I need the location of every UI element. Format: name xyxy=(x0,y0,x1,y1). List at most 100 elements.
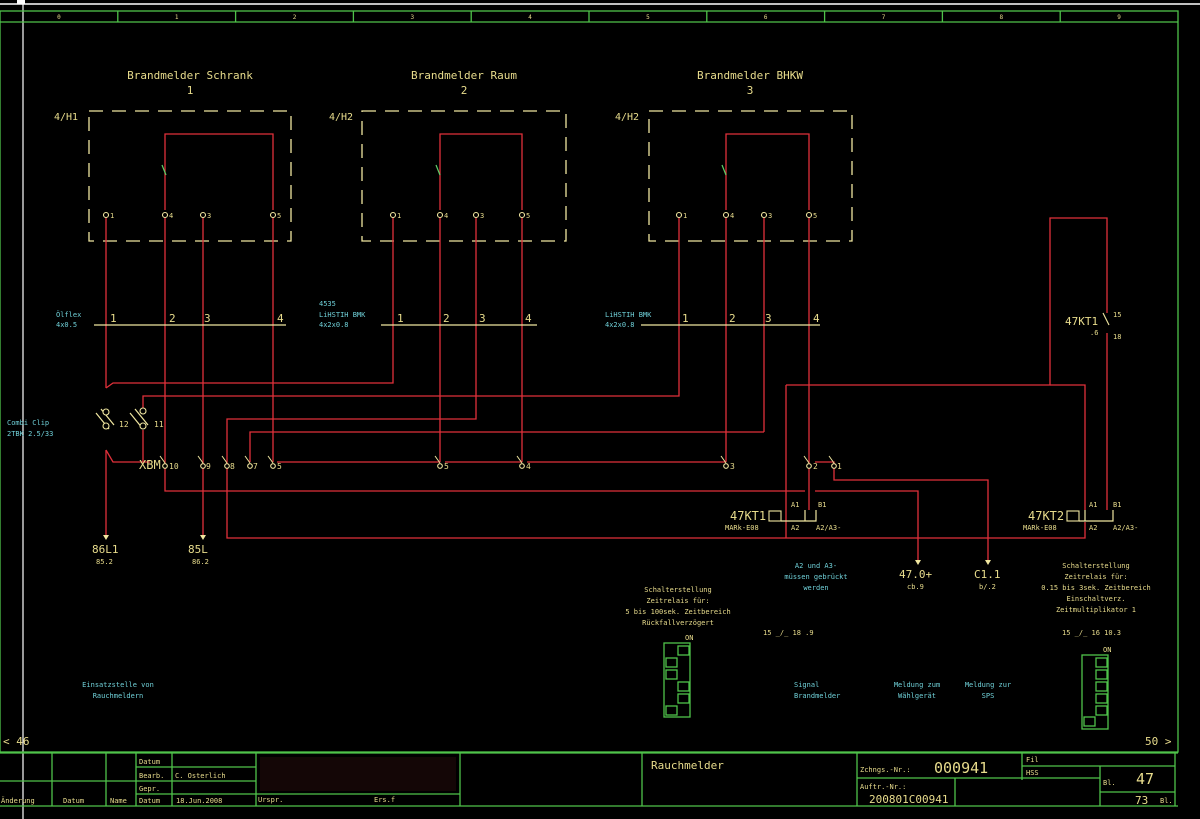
contact-47kt1-tag[interactable]: 47KT1 xyxy=(1065,315,1098,328)
ruler-column-label: 3 xyxy=(410,14,414,21)
output-c1-1-label[interactable]: C1.1 xyxy=(974,568,1001,581)
contact-pin-15: 15 xyxy=(1113,311,1121,319)
dip-right-on-label: ON xyxy=(1103,646,1111,654)
next-sheet-link[interactable]: 50 > xyxy=(1145,735,1172,748)
terminal-point[interactable] xyxy=(437,463,443,469)
svg-text:Zeitrelais für:: Zeitrelais für: xyxy=(646,597,709,605)
det1-contact xyxy=(161,164,167,176)
relay-47kt1-pin-a1: A1 xyxy=(791,501,799,509)
output-47-0-ref[interactable]: cb.9 xyxy=(907,583,924,591)
output-85l-ref[interactable]: 86.2 xyxy=(192,558,209,566)
terminal-point[interactable] xyxy=(224,463,230,469)
output-c1-1-ref[interactable]: b/.2 xyxy=(979,583,996,591)
relay-47kt2-tag[interactable]: 47KT2 xyxy=(1028,509,1064,523)
svg-text:3: 3 xyxy=(730,462,735,471)
output-85l-label[interactable]: 85L xyxy=(188,543,208,556)
drawing-number: 000941 xyxy=(934,759,988,777)
tb-bearb-value: C. Osterlich xyxy=(175,772,226,780)
fuse-label-11: 11 xyxy=(154,420,164,429)
svg-text:SPS: SPS xyxy=(982,692,995,700)
svg-text:Rückfallverzögert: Rückfallverzögert xyxy=(642,619,714,627)
svg-text:Rauchmeldern: Rauchmeldern xyxy=(93,692,144,700)
detector-box-2[interactable] xyxy=(361,110,567,242)
svg-text:Einsatzstelle von: Einsatzstelle von xyxy=(82,681,154,689)
relay-47kt2-type: MARk-E08 xyxy=(1023,524,1057,532)
cable-2-spec: LiHSTIH BMK xyxy=(319,311,366,319)
terminal-point[interactable] xyxy=(831,463,837,469)
relay-47kt1-tag[interactable]: 47KT1 xyxy=(730,509,766,523)
terminal-bridge xyxy=(434,455,441,464)
contact-left-ref: 15 _/_ 18 .9 xyxy=(763,629,814,637)
ruler-column-label: 5 xyxy=(646,14,650,21)
terminal-point[interactable] xyxy=(270,463,276,469)
terminal-bridge xyxy=(803,455,810,464)
logo-placeholder xyxy=(260,757,456,791)
svg-text:4: 4 xyxy=(277,312,284,325)
prev-sheet-link[interactable]: < 46 xyxy=(3,735,30,748)
relay-coil-47kt1[interactable] xyxy=(768,510,817,522)
svg-text:A2 und A3-: A2 und A3- xyxy=(795,562,837,570)
svg-text:3: 3 xyxy=(207,212,211,220)
relay-coil-47kt2[interactable] xyxy=(1066,510,1114,522)
svg-text:4: 4 xyxy=(526,462,531,471)
cursor-handle[interactable] xyxy=(17,0,25,4)
output-86l1-label[interactable]: 86L1 xyxy=(92,543,119,556)
terminal-bridge xyxy=(197,455,204,464)
svg-text:5: 5 xyxy=(277,462,282,471)
terminal-bridge xyxy=(828,455,835,464)
tb-bearb-label: Bearb. xyxy=(139,772,164,780)
ruler-column-label: 1 xyxy=(175,14,179,21)
detector-box-3[interactable] xyxy=(648,110,853,242)
det2-loop xyxy=(439,133,523,210)
fuse-symbols xyxy=(95,407,149,430)
cable-2-extra: 4x2x0.8 xyxy=(319,321,349,329)
det1-loop xyxy=(164,133,274,210)
terminal-type-line2: 2TBK 2.5/33 xyxy=(7,430,53,438)
sheet-number: 47 xyxy=(1136,770,1154,788)
note-bridge: A2 und A3- müssen gebrückt werden xyxy=(784,562,847,592)
svg-text:Schalterstellung: Schalterstellung xyxy=(1062,562,1129,570)
output-47-0-label[interactable]: 47.0+ xyxy=(899,568,932,581)
tb-gepr-label: Gepr. xyxy=(139,785,160,793)
output-86l1-ref[interactable]: 85.2 xyxy=(96,558,113,566)
detector-2-number: 2 xyxy=(461,84,468,97)
kt1-contact xyxy=(1102,312,1110,326)
cable-1-spec: 4x0.5 xyxy=(56,321,77,329)
detector-1-title: Brandmelder Schrank xyxy=(127,69,253,82)
relay-47kt1-pin-a2a3: A2/A3- xyxy=(816,524,841,532)
cable-3-name: LiHSTIH BMK xyxy=(605,311,652,319)
svg-text:5 bis 100sek. Zeitbereich: 5 bis 100sek. Zeitbereich xyxy=(625,608,730,616)
svg-text:2: 2 xyxy=(169,312,176,325)
det2-contact xyxy=(435,164,441,176)
terminal-point[interactable] xyxy=(200,463,206,469)
detector-box-1[interactable] xyxy=(88,110,292,242)
terminal-point[interactable] xyxy=(162,463,168,469)
svg-text:2: 2 xyxy=(443,312,450,325)
tb-ersf-label: Ers.f xyxy=(374,796,395,804)
svg-text:3: 3 xyxy=(479,312,486,325)
relay-47kt1-pin-a2: A2 xyxy=(791,524,799,532)
terminal-bridge xyxy=(221,455,228,464)
svg-text:1: 1 xyxy=(397,212,401,220)
terminal-point[interactable] xyxy=(519,463,525,469)
svg-text:1: 1 xyxy=(397,312,404,325)
output-arrows xyxy=(103,535,991,565)
terminal-point[interactable] xyxy=(247,463,253,469)
svg-text:1: 1 xyxy=(110,212,114,220)
svg-text:5: 5 xyxy=(813,212,817,220)
terminal-point[interactable] xyxy=(806,463,812,469)
detector-3-ref: 4/H2 xyxy=(615,112,639,123)
svg-text:1: 1 xyxy=(683,212,687,220)
dip-switch-left[interactable] xyxy=(663,642,691,718)
note-switch-left: Schalterstellung Zeitrelais für: 5 bis 1… xyxy=(625,586,730,627)
note-switch-right: Schalterstellung Zeitrelais für: 0.15 bi… xyxy=(1041,562,1151,614)
dip-switch-right[interactable] xyxy=(1081,654,1109,730)
svg-text:3: 3 xyxy=(480,212,484,220)
dip-left-on-label: ON xyxy=(685,634,693,642)
detector-internal-wiring xyxy=(161,133,810,210)
svg-text:1: 1 xyxy=(682,312,689,325)
terminal-point[interactable] xyxy=(723,463,729,469)
detector-2-title: Brandmelder Raum xyxy=(411,69,517,82)
detector-3-number: 3 xyxy=(747,84,754,97)
